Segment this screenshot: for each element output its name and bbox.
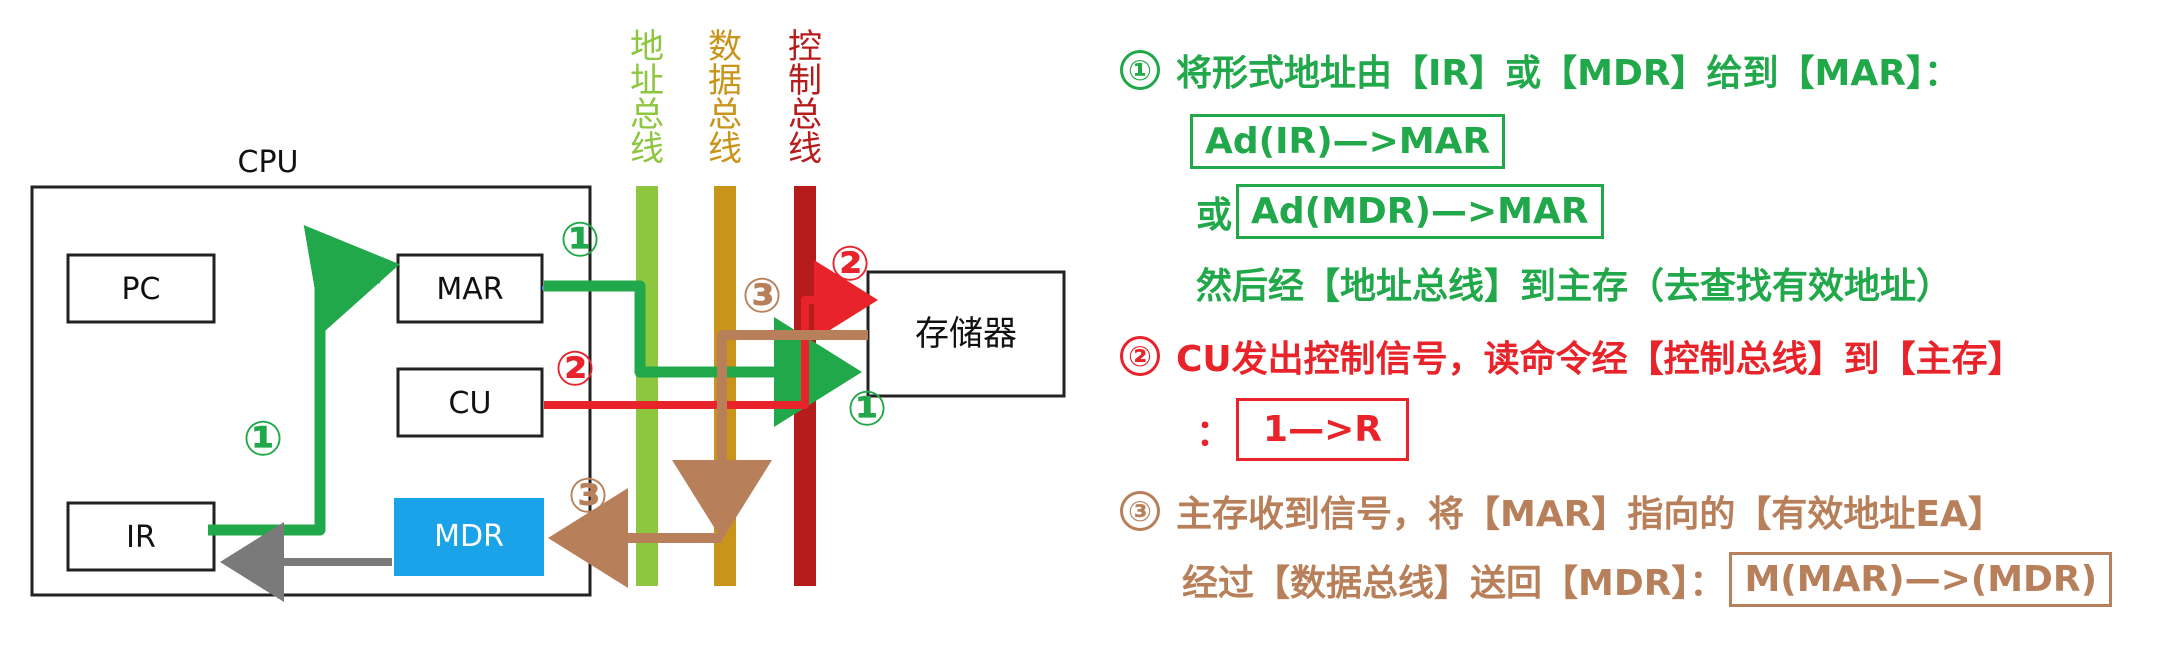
svg-text:线: 线 xyxy=(630,129,664,169)
ir-label: IR xyxy=(126,520,156,555)
marker-red-2-right: ② xyxy=(830,236,871,292)
step3-title: 主存收到信号，将【MAR】指向的【有效地址EA】 xyxy=(1176,494,2004,535)
marker-green-1-left: ① xyxy=(243,411,284,467)
memory-label: 存储器 xyxy=(915,314,1017,354)
step1-then: 然后经【地址总线】到主存（去查找有效地址） xyxy=(1196,266,1953,307)
marker-brown-3-bottom: ③ xyxy=(568,468,609,524)
mdr-label: MDR xyxy=(434,519,504,554)
address-bus-bar xyxy=(636,186,658,586)
mdr-box xyxy=(394,498,544,576)
step3-number: ③ xyxy=(1120,491,1160,531)
red-arrow-cu-to-memory xyxy=(544,260,878,409)
marker-red-2-left: ② xyxy=(555,341,596,397)
pc-box xyxy=(66,253,216,324)
step2-formula: 1—>R xyxy=(1236,398,1409,461)
step2-colon: ： xyxy=(1196,412,1233,454)
marker-green-1-right: ① xyxy=(847,381,888,437)
marker-green-1-top: ① xyxy=(560,212,601,268)
svg-text:总: 总 xyxy=(788,95,822,135)
cu-box xyxy=(396,367,544,438)
step3-line2: 经过【数据总线】送回【MDR】： M(MAR)—>(MDR) xyxy=(1182,552,2113,607)
svg-text:数: 数 xyxy=(708,27,742,67)
svg-text:制: 制 xyxy=(788,61,822,101)
step1-formula-a: Ad(IR)—>MAR xyxy=(1190,114,1506,169)
green-arrow-mar-to-memory xyxy=(544,280,862,427)
data-bus-label: 数 据 总 线 xyxy=(708,27,742,169)
step1-formula-a-line: Ad(IR)—>MAR xyxy=(1186,114,1506,169)
step1-title: 将形式地址由【IR】或【MDR】给到【MAR】： xyxy=(1176,53,1960,94)
step2-number: ② xyxy=(1120,336,1160,376)
control-bus-label: 控 制 总 线 xyxy=(788,27,822,169)
mar-box xyxy=(396,253,544,324)
step1-title-line: ① 将形式地址由【IR】或【MDR】给到【MAR】： xyxy=(1120,44,1960,96)
step3-formula: M(MAR)—>(MDR) xyxy=(1729,552,2113,607)
svg-text:总: 总 xyxy=(630,95,664,135)
svg-text:据: 据 xyxy=(708,61,742,101)
step2-title: CU发出控制信号，读命令经【控制总线】到【主存】 xyxy=(1176,339,2024,380)
svg-text:址: 址 xyxy=(630,61,664,101)
cpu-memory-diagram: CPU PC MAR CU IR MDR 存储器 地 址 总 线 数 据 总 线… xyxy=(30,27,1066,602)
brown-arrow-memory-to-mdr xyxy=(672,330,868,540)
address-bus-label: 地 址 总 线 xyxy=(630,27,664,169)
step2-title-line: ② CU发出控制信号，读命令经【控制总线】到【主存】 xyxy=(1120,330,2024,382)
svg-text:总: 总 xyxy=(708,95,742,135)
marker-brown-3-top: ③ xyxy=(742,268,783,324)
mar-label: MAR xyxy=(436,272,503,307)
step3-title-line: ③ 主存收到信号，将【MAR】指向的【有效地址EA】 xyxy=(1120,485,2004,537)
cu-label: CU xyxy=(449,386,492,421)
svg-text:地: 地 xyxy=(630,27,664,67)
ir-box xyxy=(66,501,216,572)
step1-formula-b: Ad(MDR)—>MAR xyxy=(1236,184,1604,239)
cpu-label: CPU xyxy=(238,145,299,180)
step1-number: ① xyxy=(1120,50,1160,90)
pc-label: PC xyxy=(121,272,160,307)
step1-or: 或 xyxy=(1196,194,1233,236)
memory-box xyxy=(866,270,1066,398)
step3-line2-text: 经过【数据总线】送回【MDR】： xyxy=(1182,562,1726,604)
step1-then-line: 然后经【地址总线】到主存（去查找有效地址） xyxy=(1196,257,1952,309)
step1-formula-b-line: 或 Ad(MDR)—>MAR xyxy=(1196,184,1604,239)
svg-text:控: 控 xyxy=(788,27,822,67)
svg-text:线: 线 xyxy=(788,129,822,169)
step2-formula-line: ： 1—>R xyxy=(1196,398,1409,461)
svg-text:线: 线 xyxy=(708,129,742,169)
